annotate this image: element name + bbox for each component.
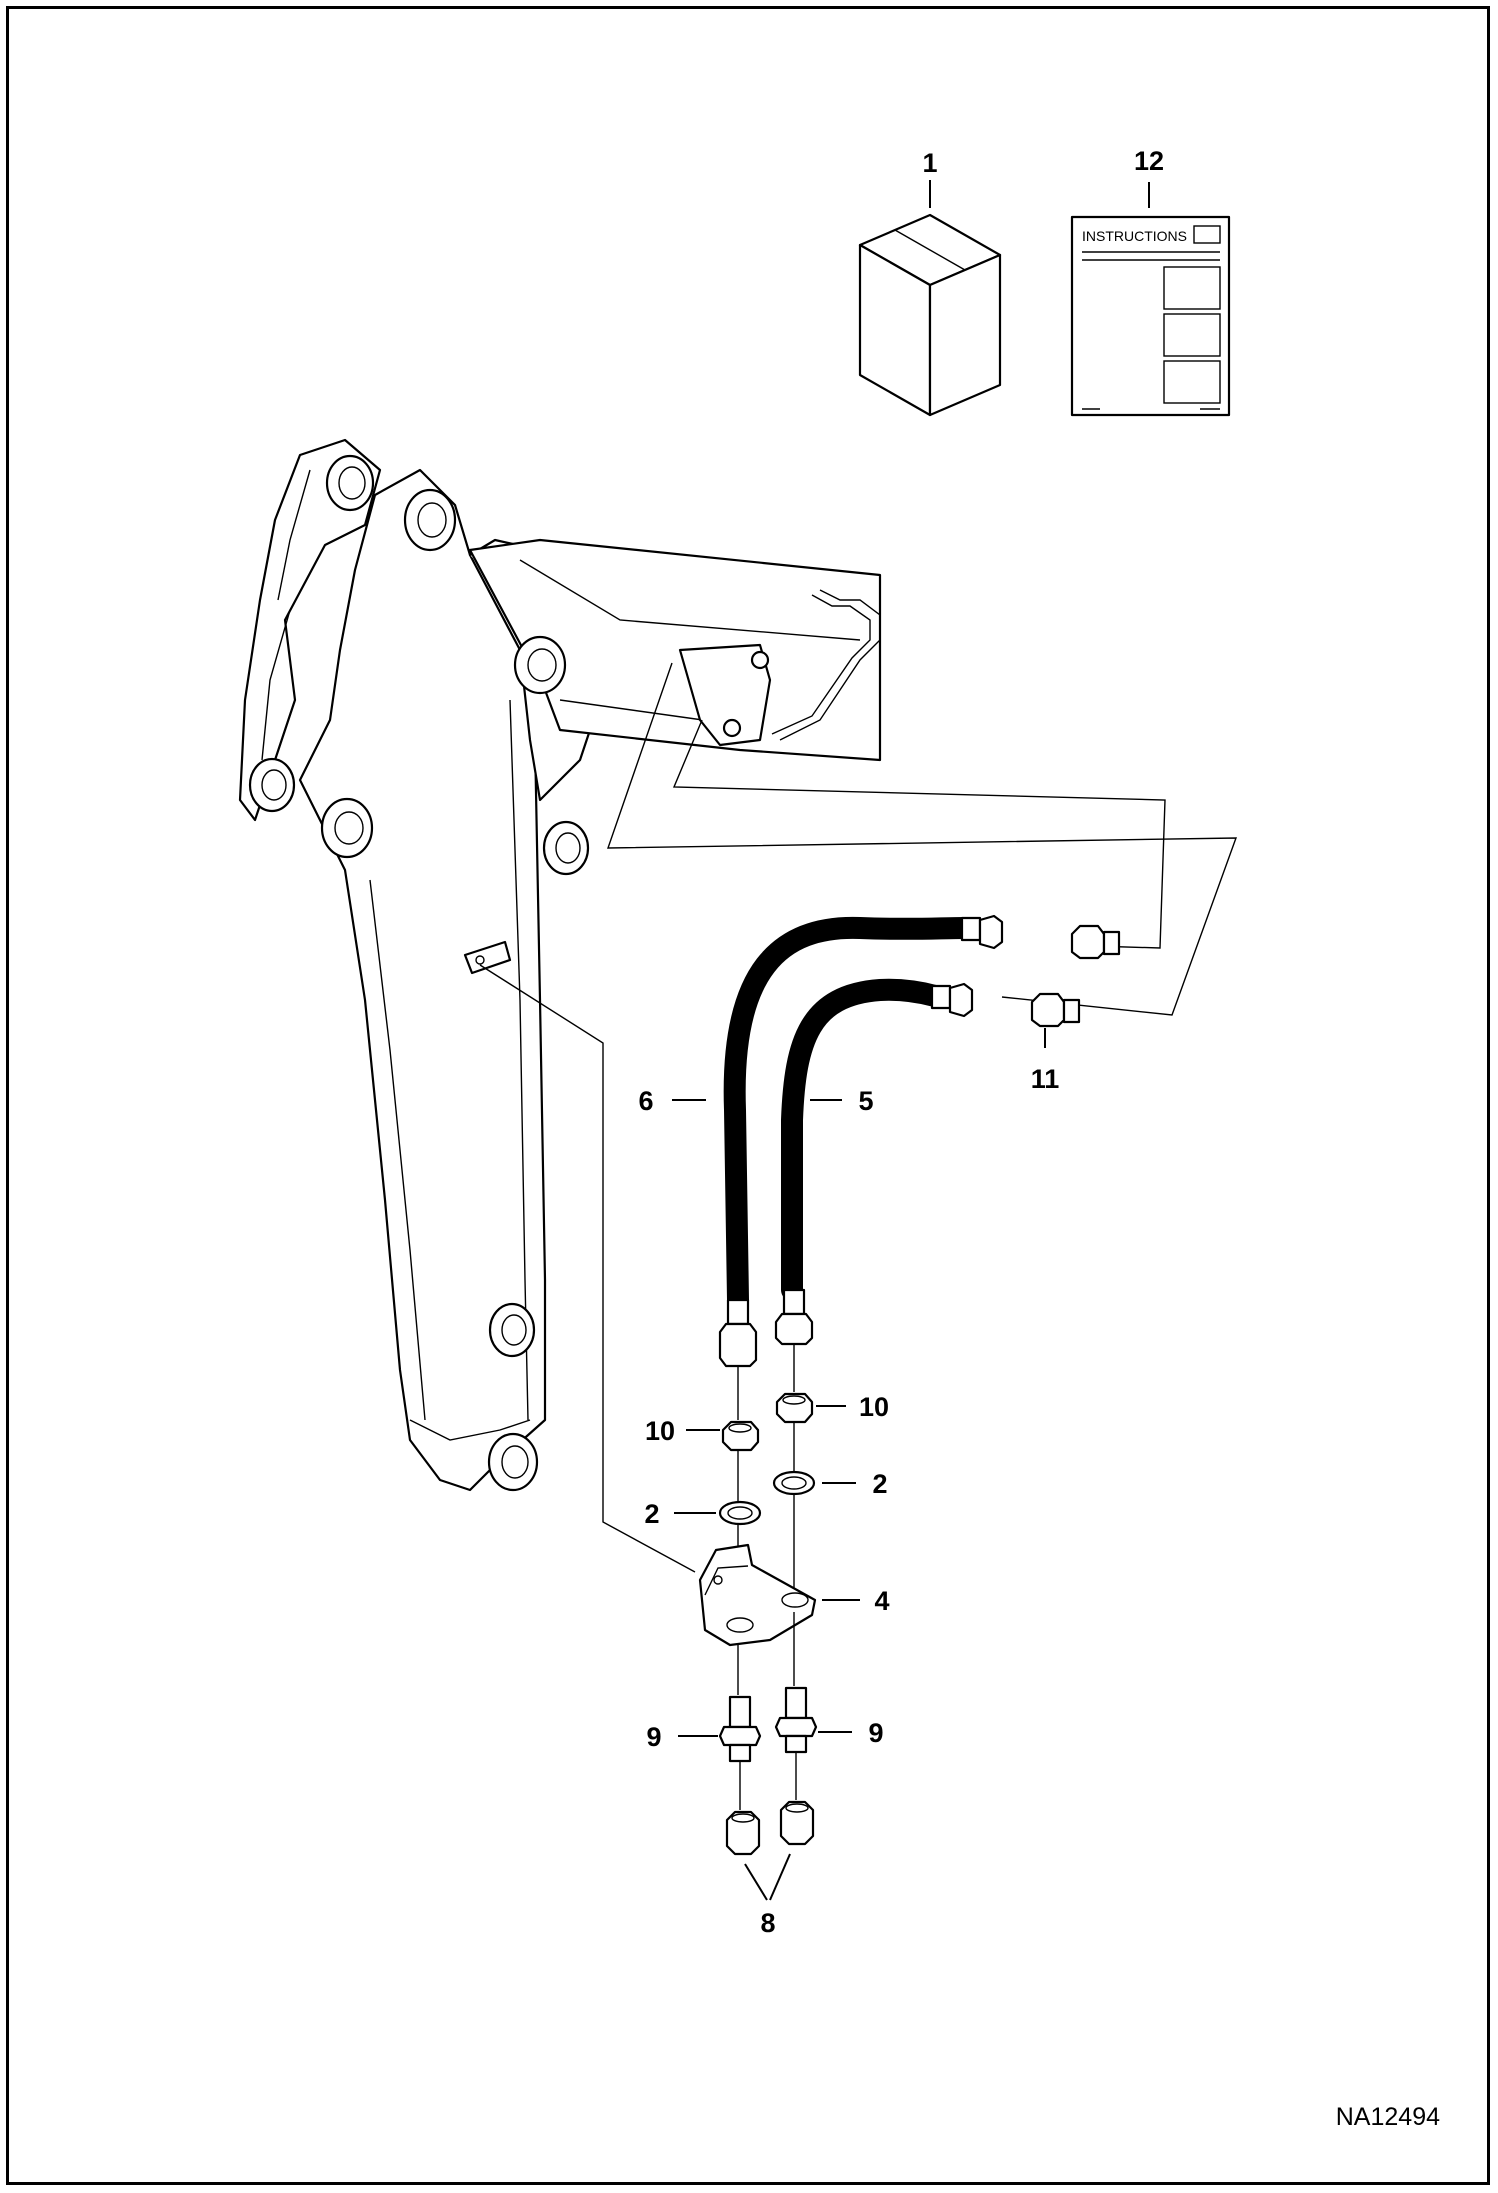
callout-12: 12 (1134, 146, 1164, 176)
callout-leaders (672, 1099, 860, 1901)
hoses (718, 914, 1121, 1368)
callout-1: 1 (922, 148, 937, 178)
callout-4: 4 (874, 1586, 889, 1616)
callout-10-left: 10 (645, 1416, 675, 1446)
callout-10-right: 10 (859, 1392, 889, 1422)
callout-11: 11 (1031, 1064, 1060, 1094)
document-code: NA12494 (1336, 2103, 1440, 2131)
callout-5: 5 (858, 1086, 873, 1116)
cap-8-right (779, 1800, 815, 1846)
fitting-stack (698, 1344, 818, 1856)
cap-8-left (725, 1810, 761, 1856)
callout-9-left: 9 (646, 1722, 661, 1752)
instructions-sheet (1070, 182, 1231, 417)
washer-2-left (718, 1500, 762, 1526)
nut-10-right (775, 1392, 814, 1424)
callout-6: 6 (638, 1086, 653, 1116)
excavator-boom (238, 438, 882, 1492)
bracket-4 (698, 1543, 817, 1647)
kit-box (858, 180, 1002, 417)
drawing-border (6, 6, 1490, 2185)
washer-2-right (772, 1470, 816, 1496)
reference-lines (479, 662, 1238, 1573)
fitting-9-right (774, 1686, 818, 1754)
callout-9-right: 9 (868, 1718, 883, 1748)
callout-2-right: 2 (872, 1469, 887, 1499)
hose-5 (781, 978, 946, 1301)
instructions-heading: INSTRUCTIONS (1082, 228, 1187, 244)
fitting-9-left (718, 1695, 762, 1763)
hose-6 (723, 916, 976, 1311)
nut-10-left (721, 1420, 760, 1452)
callout-2-left: 2 (644, 1499, 659, 1529)
callout-8: 8 (760, 1908, 775, 1938)
